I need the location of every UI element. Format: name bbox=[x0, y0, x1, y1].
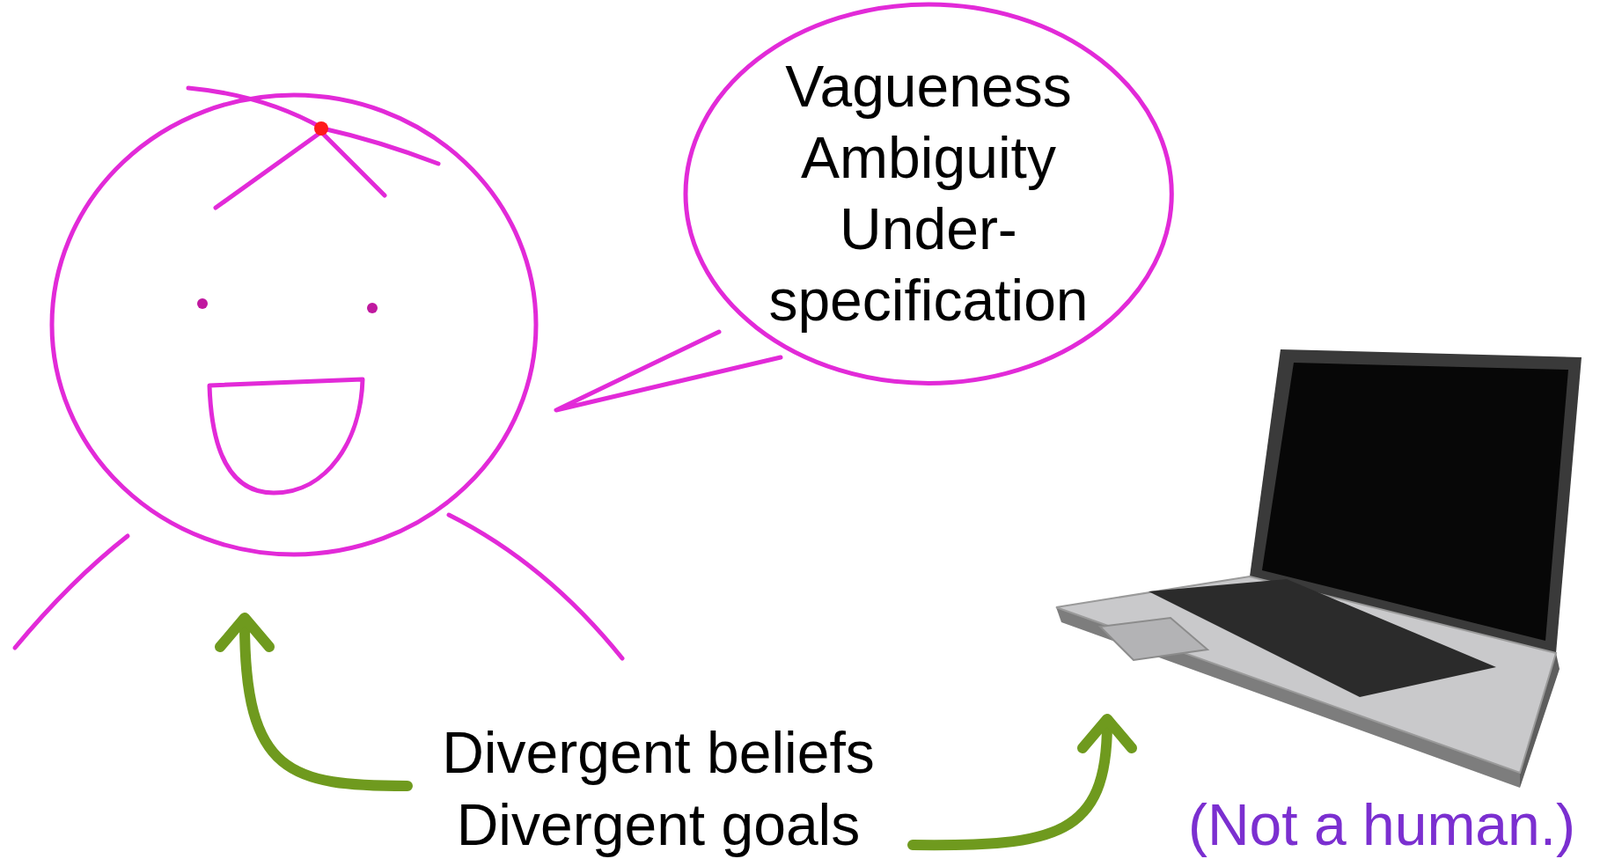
caption-label: Divergent beliefs bbox=[441, 717, 875, 789]
eye bbox=[366, 302, 378, 314]
bubble-text: Ambiguity bbox=[800, 122, 1057, 194]
stick-figure bbox=[14, 88, 781, 659]
annotation-note: (Not a human.) bbox=[1188, 789, 1576, 859]
laptop-keyboard bbox=[1148, 579, 1497, 698]
hair bbox=[188, 88, 439, 164]
bubble-text: Under- specification bbox=[734, 193, 1123, 337]
shoulder bbox=[14, 535, 128, 648]
eye bbox=[197, 298, 208, 309]
mouth bbox=[209, 379, 363, 493]
speech-bubble: VaguenessAmbiguityUnder- specification bbox=[682, 1, 1175, 386]
head-outline bbox=[51, 95, 536, 555]
bubble-tail bbox=[556, 331, 781, 411]
hair-knot bbox=[314, 121, 329, 136]
laptop-base bbox=[1056, 576, 1556, 773]
laptop-icon bbox=[1056, 349, 1582, 788]
bubble-text: Vagueness bbox=[785, 51, 1072, 123]
arrow-head bbox=[220, 617, 270, 647]
shoulder bbox=[448, 514, 623, 659]
hair bbox=[215, 132, 385, 208]
laptop-touchpad bbox=[1100, 617, 1208, 661]
arrow-shaft bbox=[912, 723, 1108, 845]
arrow-head bbox=[1082, 719, 1132, 749]
bubble-text-group: VaguenessAmbiguityUnder- specification bbox=[734, 51, 1123, 337]
caption-label: Divergent goals bbox=[456, 789, 861, 859]
bubble-ellipse bbox=[685, 4, 1172, 383]
